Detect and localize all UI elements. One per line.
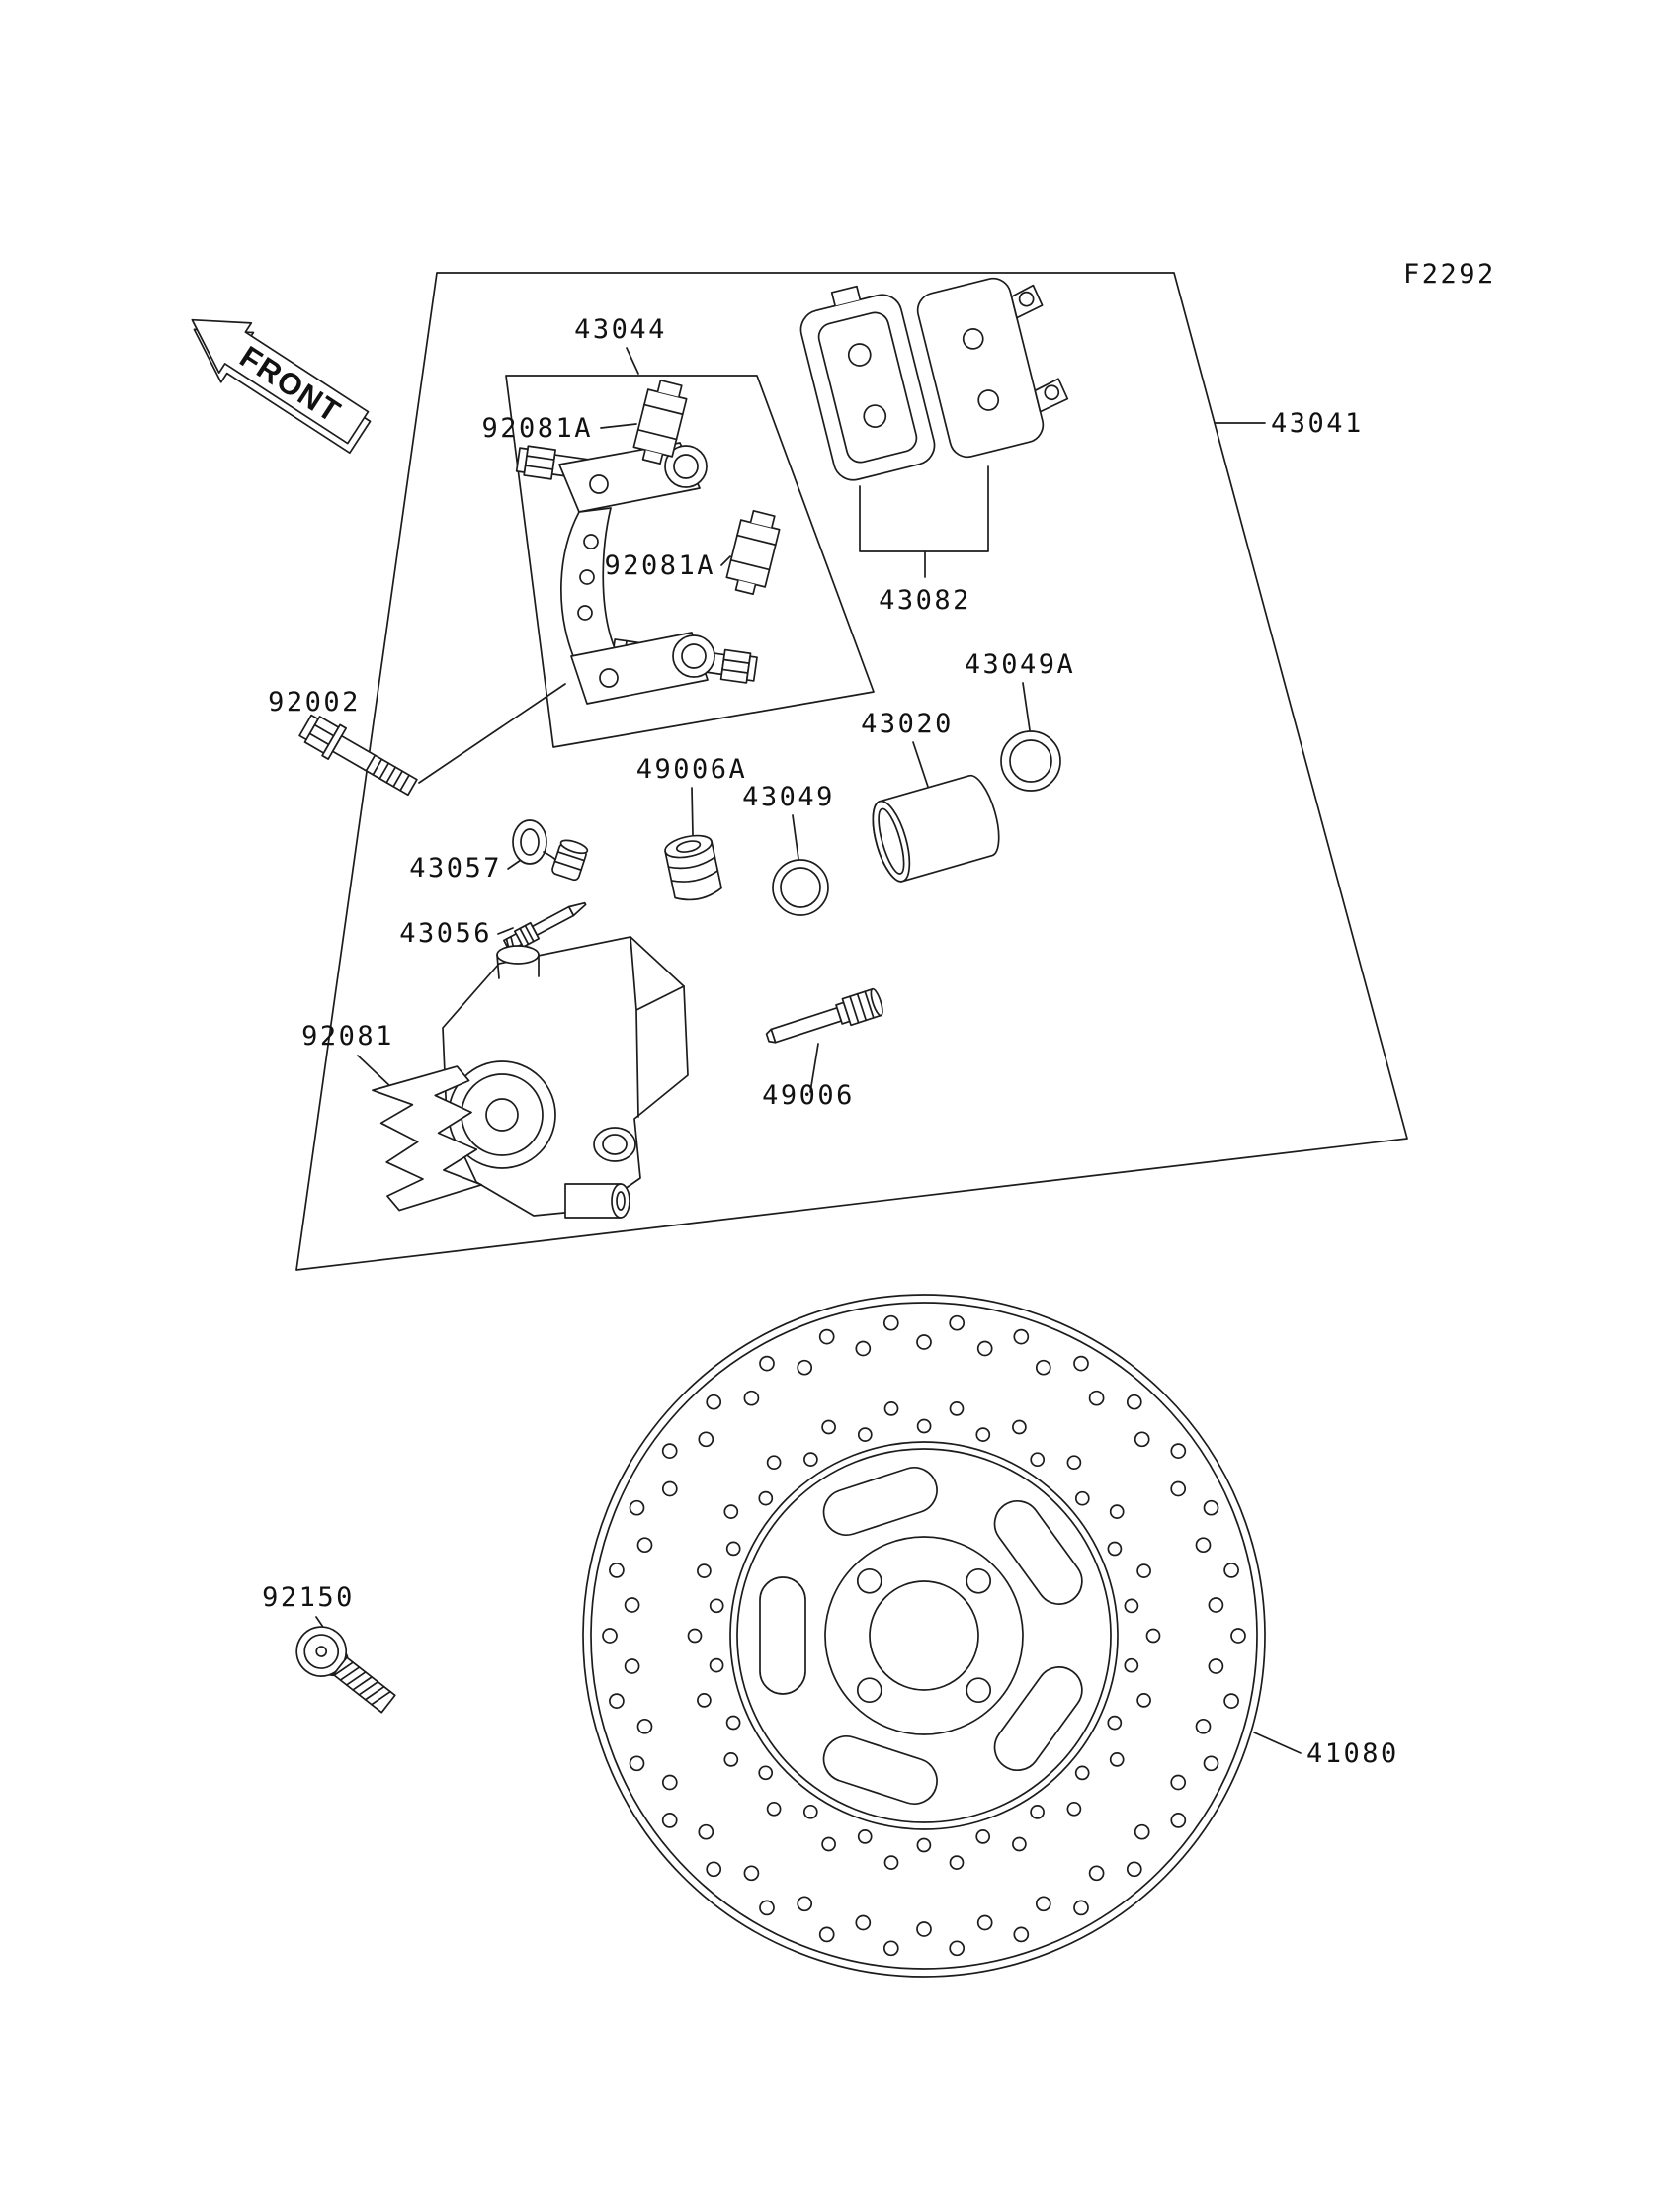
part-label-92081A-1: 92081A bbox=[481, 413, 593, 444]
part-label-43044: 43044 bbox=[574, 314, 667, 345]
part-label-43041: 43041 bbox=[1271, 408, 1364, 439]
pad-clip-a-drawing bbox=[632, 379, 688, 465]
part-label-49006: 49006 bbox=[762, 1080, 855, 1111]
front-label: FRONT bbox=[234, 339, 348, 430]
disc-bolt-drawing bbox=[295, 1626, 396, 1714]
leader-41080 bbox=[1253, 1732, 1302, 1754]
mounting-bolt-drawing bbox=[298, 714, 418, 797]
leader-92081A-2 bbox=[720, 555, 731, 566]
fluid-seal-drawing bbox=[772, 859, 829, 916]
part-label-43082: 43082 bbox=[879, 585, 971, 616]
front-arrow-icon bbox=[191, 318, 370, 445]
figure-code: F2292 bbox=[1403, 259, 1496, 290]
pad-spring-drawing bbox=[372, 1065, 483, 1212]
caliper-bracket-box bbox=[505, 375, 875, 748]
leader-92081 bbox=[357, 1055, 394, 1090]
part-label-49006A: 49006A bbox=[636, 754, 748, 785]
part-label-43049A: 43049A bbox=[965, 649, 1076, 680]
leader-92002-long bbox=[418, 683, 566, 784]
leader-43082 bbox=[859, 465, 989, 578]
piston-seal-drawing bbox=[1000, 730, 1061, 792]
brake-disc-drawing bbox=[582, 1294, 1266, 1978]
disc-drilled-holes bbox=[602, 1314, 1246, 1957]
leader-43056 bbox=[497, 927, 514, 935]
part-label-43020: 43020 bbox=[861, 709, 954, 739]
part-label-43049: 43049 bbox=[742, 782, 835, 812]
leader-92081A-1 bbox=[600, 423, 637, 429]
part-labels: F2292 43041 43044 92081A 92081A 43082 43… bbox=[262, 259, 1496, 1769]
piston-drawing bbox=[872, 774, 1000, 883]
bleed-cap-drawing bbox=[512, 819, 589, 882]
leader-49006A bbox=[691, 787, 694, 836]
leader-43044 bbox=[626, 347, 639, 375]
leader-43020 bbox=[912, 741, 929, 788]
part-label-41080: 41080 bbox=[1306, 1738, 1399, 1769]
leader-43049 bbox=[792, 814, 799, 860]
dust-boot-drawing bbox=[664, 834, 722, 901]
group-boxes bbox=[295, 272, 1408, 1271]
pad-pin-drawing bbox=[765, 987, 883, 1044]
brake-pad-right-drawing bbox=[916, 277, 1069, 459]
caliper-assembly-box bbox=[295, 272, 1408, 1271]
front-direction-arrow: FRONT bbox=[191, 318, 372, 455]
brake-pad-left-drawing bbox=[799, 285, 936, 481]
disc-spoke-slots bbox=[759, 1467, 1083, 1805]
part-label-43056: 43056 bbox=[399, 918, 492, 949]
part-label-92081A-2: 92081A bbox=[604, 550, 715, 581]
bleed-valve-drawing bbox=[503, 901, 587, 952]
caliper-body-drawing bbox=[442, 936, 689, 1219]
pad-clip-b-drawing bbox=[725, 509, 781, 596]
part-label-92002: 92002 bbox=[268, 687, 361, 718]
part-label-43057: 43057 bbox=[409, 853, 502, 884]
leader-43049A bbox=[1022, 682, 1031, 731]
front-arrow-shadow bbox=[193, 328, 372, 455]
caliper-bracket-drawing bbox=[515, 442, 758, 705]
part-label-92150: 92150 bbox=[262, 1582, 355, 1613]
part-label-92081: 92081 bbox=[301, 1021, 394, 1052]
leader-49006 bbox=[809, 1043, 819, 1093]
